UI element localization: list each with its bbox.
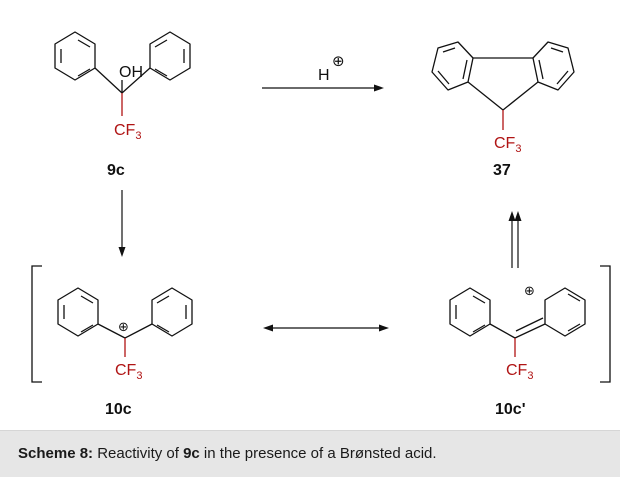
resonance-arrow <box>263 324 389 332</box>
compound-label-37: 37 <box>493 162 511 179</box>
caption-bar: Scheme 8: Reactivity of 9c in the presen… <box>0 430 620 477</box>
cf3-label-10c: CF3 <box>115 362 142 382</box>
compound-10c-prime-structure <box>449 287 586 357</box>
compound-9c-structure <box>54 31 191 116</box>
scheme-caption: Scheme 8: Reactivity of 9c in the presen… <box>18 445 437 462</box>
cf3-label-37: CF3 <box>494 135 521 155</box>
compound-37-structure <box>431 41 575 130</box>
cf3-label-10c-prime: CF3 <box>506 362 533 382</box>
up-double-arrow <box>508 211 522 268</box>
caption-prefix: Scheme 8: <box>18 445 94 462</box>
reagent-h-label: H <box>318 67 330 84</box>
down-arrow <box>118 190 126 257</box>
hydroxyl-label: OH <box>119 64 143 81</box>
reagent-charge-icon: ⊕ <box>332 53 345 70</box>
reaction-scheme: OH CF3 9c H ⊕ CF3 37 <box>31 31 611 418</box>
caption-text-a: Reactivity of <box>93 445 184 462</box>
compound-label-9c: 9c <box>107 162 125 179</box>
caption-text-b: in the presence of a Brønsted acid. <box>199 445 437 462</box>
left-bracket <box>31 265 42 383</box>
scheme-drawing: OH CF3 9c H ⊕ CF3 37 <box>31 31 611 418</box>
compound-10c-structure <box>57 287 193 357</box>
carbocation-charge-icon-10c: ⊕ <box>118 319 129 334</box>
caption-compound-ref: 9c <box>183 445 200 462</box>
compound-label-10c: 10c <box>105 401 132 418</box>
carbocation-charge-icon-10c-prime: ⊕ <box>524 283 535 298</box>
cf3-label-9c: CF3 <box>114 122 141 142</box>
acid-arrow <box>262 84 384 92</box>
right-bracket <box>600 265 611 383</box>
compound-label-10c-prime: 10c' <box>495 401 526 418</box>
